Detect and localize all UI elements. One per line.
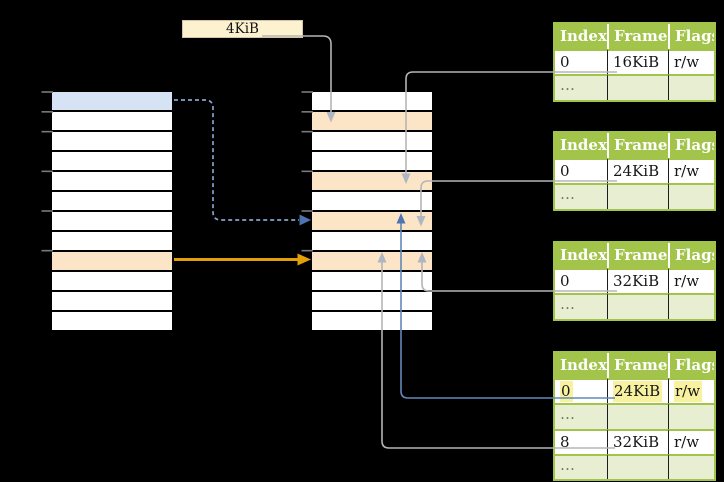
table-cell [668,183,714,209]
arrow-virtual-page0-translation-head [299,214,311,226]
table-cell [607,453,668,479]
table-header-cell: Index [560,27,607,45]
table-cell: … [555,74,607,100]
memory-row-white [312,191,432,211]
table-header-row: IndexFrameFlags [555,353,714,379]
memory-row-white [312,131,432,151]
table-row: … [555,453,714,479]
memory-row-white [52,191,172,211]
table-cell: 24KiB [607,158,668,184]
table-cell: 0 [555,378,607,404]
memory-row-white [52,271,172,291]
table-cell: … [555,293,607,319]
memory-row-white [52,311,172,331]
table-row: … [555,74,714,100]
highlighted-value: 0 [560,381,573,403]
memory-row-orange [312,211,432,231]
table-row: … [555,293,714,319]
table-header-cell: Flags [668,243,714,269]
table-cell: … [555,403,607,429]
table-cell: r/w [668,268,714,294]
table-cell: r/w [668,378,714,404]
memory-row-white [312,151,432,171]
table-cell: r/w [668,158,714,184]
table-header-row: IndexFrameFlags [555,24,714,50]
table-row: … [555,183,714,209]
memory-row-blue [52,92,172,111]
memory-row-orange [312,251,432,271]
highlighted-value: 24KiB [613,381,663,403]
frame-size-text: 4KiB [226,21,259,37]
table-cell: … [555,183,607,209]
page-table-16kib: IndexFrameFlags016KiBr/w… [553,22,716,102]
table-cell: 16KiB [607,49,668,75]
table-cell [607,74,668,100]
table-header-cell: Flags [668,133,714,159]
memory-row-white [52,151,172,171]
table-header-cell: Index [560,356,607,374]
table-cell [668,403,714,429]
page-table-32kib: IndexFrameFlags032KiBr/w… [553,241,716,321]
table-cell [607,403,668,429]
table-header-row: IndexFrameFlags [555,133,714,159]
table-header-cell: Frame [607,243,668,269]
table-cell [607,293,668,319]
virtual-memory-column [52,92,172,331]
table-header-cell: Index [560,136,607,154]
memory-row-white [52,131,172,151]
page-table-24kib: IndexFrameFlags024KiBr/w… [553,131,716,211]
table-cell: 32KiB [607,268,668,294]
table-header-cell: Flags [668,353,714,379]
table-cell [668,453,714,479]
physical-memory-column [312,92,432,331]
memory-row-orange [52,251,172,271]
table-header-cell: Index [560,246,607,264]
table-row: … [555,403,714,429]
table-cell: 32KiB [607,428,668,454]
table-cell: 8 [555,428,607,454]
memory-row-white [52,231,172,251]
table-cell [668,293,714,319]
memory-row-white [52,291,172,311]
memory-row-orange [312,171,432,191]
table-cell: r/w [668,49,714,75]
memory-row-white [52,211,172,231]
arrow-virtual-page8-mapping-head [297,253,311,266]
table-header-cell: Frame [607,353,668,379]
memory-row-white [312,231,432,251]
table-cell: … [555,453,607,479]
table-header-cell: Frame [607,24,668,50]
memory-row-white [312,291,432,311]
table-cell: 0 [555,268,607,294]
memory-row-white [52,171,172,191]
table-cell: r/w [668,428,714,454]
highlighted-value: r/w [674,381,703,403]
table-cell: 0 [555,49,607,75]
memory-row-white [52,111,172,131]
table-row: 0 24KiB r/w [555,378,714,404]
table-header-row: IndexFrameFlags [555,243,714,269]
page-table-level2: IndexFrameFlags024KiBr/w…832KiBr/w… [553,351,716,481]
table-header-cell: Flags [668,24,714,50]
memory-row-white [312,271,432,291]
table-cell: 0 [555,158,607,184]
table-cell [668,74,714,100]
memory-row-white [312,311,432,331]
memory-row-white [312,92,432,111]
table-header-cell: Frame [607,133,668,159]
memory-row-orange [312,111,432,131]
table-cell: 24KiB [607,378,668,404]
arrow-virtual-page0-translation [174,99,299,221]
table-cell [607,183,668,209]
frame-size-label: 4KiB [182,20,303,38]
